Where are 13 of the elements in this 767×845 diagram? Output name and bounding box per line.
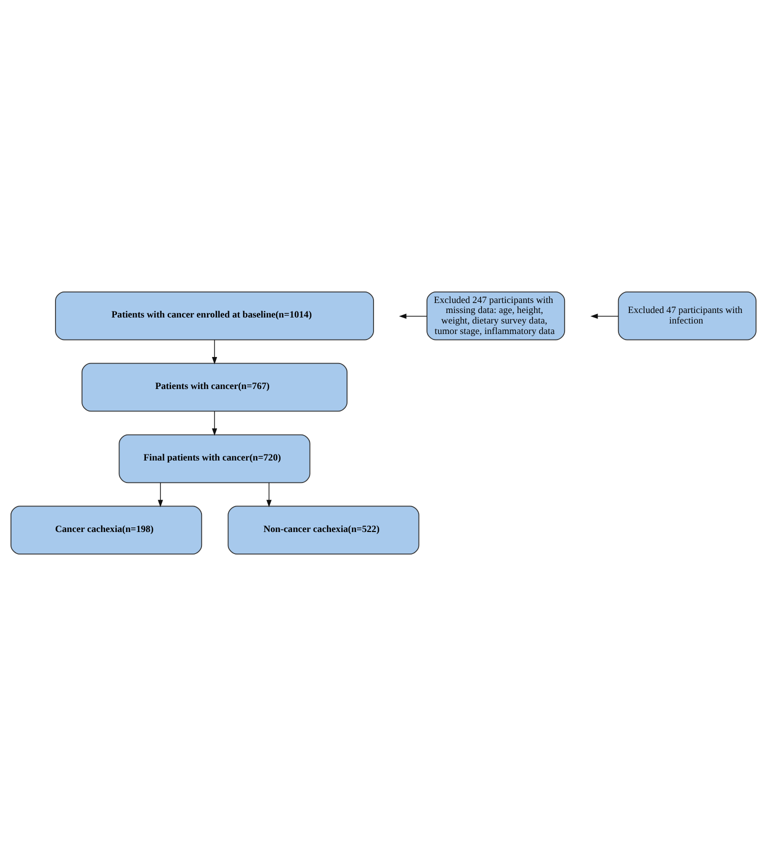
node-box: Excluded 247 participants with missing data: age, height, weight, dietary survey data, tumor stage, inflammatory data [426,291,566,340]
arrow [212,338,218,364]
arrow [266,482,272,507]
arrow [212,410,218,436]
arrow [399,313,428,318]
arrow [158,482,163,507]
arrow [590,313,619,318]
node-box: Non-cancer cachexia(n=522) [228,505,420,554]
node-box: Patients with cancer enrolled at baseline(n=1014) [55,291,374,340]
node-box: Final patients with cancer(n=720) [118,434,310,483]
node-box: Cancer cachexia(n=198) [10,505,202,554]
node-box: Excluded 47 participants with infection [618,291,756,340]
node-box: Patients with cancer(n=767) [82,362,348,412]
